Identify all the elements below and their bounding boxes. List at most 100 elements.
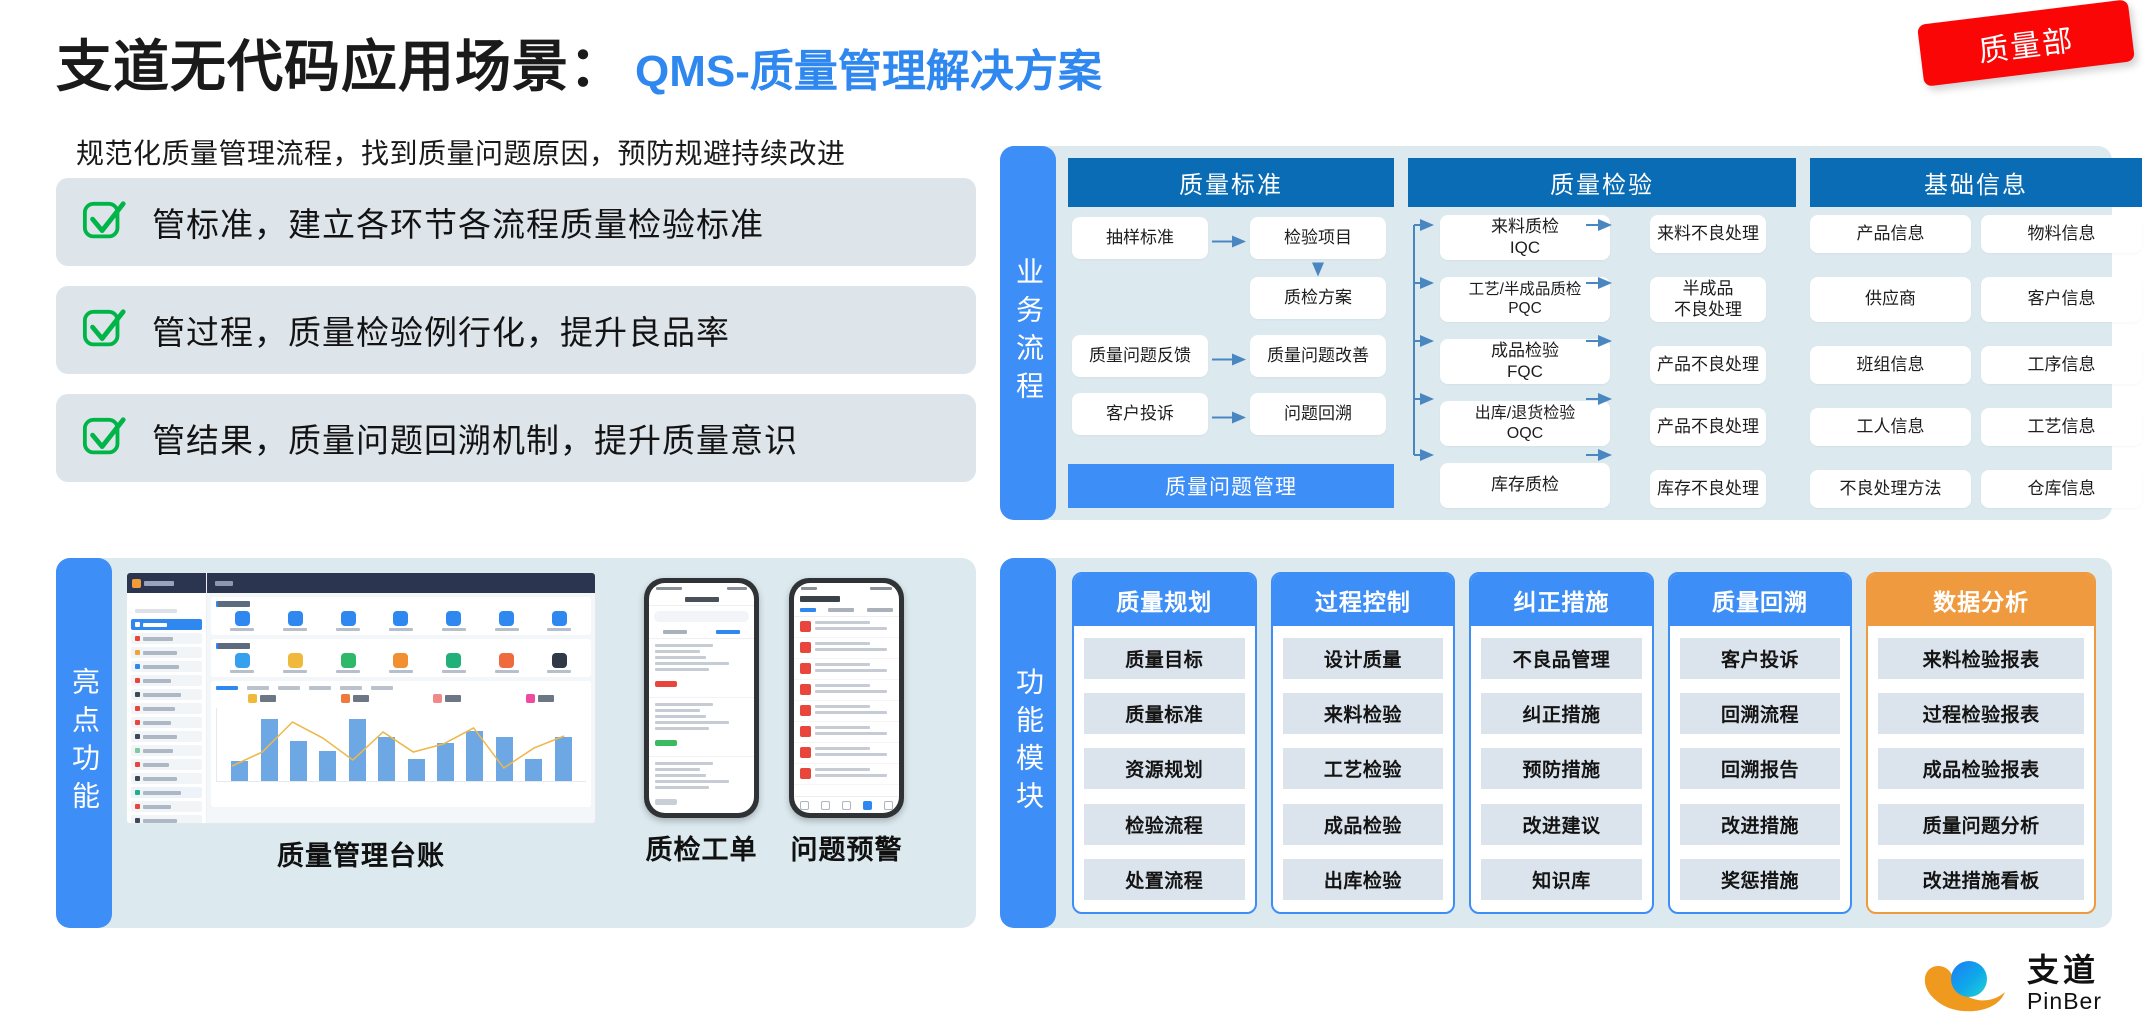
module-column-quality-traceback[interactable]: 质量回溯 客户投诉 回溯流程 回溯报告 改进措施 奖惩措施 (1667, 572, 1853, 914)
check-square-icon (82, 201, 126, 239)
module-header: 质量规划 (1074, 574, 1255, 626)
flow-box: 抽样标准 (1072, 217, 1208, 259)
screenshot-phone-2: 问题预警 (789, 572, 904, 928)
flow-box: 库存质检 (1440, 463, 1610, 508)
module-header: 过程控制 (1272, 574, 1454, 626)
feature-label: 管过程，质量检验例行化，提升良品率 (152, 314, 730, 351)
module-item[interactable]: 成品检验报表 (1878, 748, 2085, 790)
flow-box: 检验项目 (1250, 217, 1386, 259)
function-modules-vertical-label-text: 功能模块 (1013, 667, 1044, 819)
flow-group-basic-info: 基础信息 产品信息 供应商 班组信息 工人信息 不良处理方法 物料信息 客户信息… (1810, 158, 2142, 508)
module-item[interactable]: 客户投诉 (1679, 637, 1841, 679)
logo-cn-text: 支道 (2026, 951, 2099, 988)
flow-box: 质量问题改善 (1250, 335, 1386, 377)
phone-mock (789, 578, 904, 818)
flow-box: 质检方案 (1250, 277, 1386, 319)
highlights-vertical-label-text: 亮点功能 (69, 667, 100, 819)
flow-box: 班组信息 (1810, 346, 1971, 384)
flow-box: 物料信息 (1981, 215, 2142, 253)
feature-list: 管标准，建立各环节各流程质量检验标准 管过程，质量检验例行化，提升良品率 管结果… (56, 178, 976, 502)
screenshot-caption: 问题预警 (790, 835, 903, 865)
module-item[interactable]: 纠正措施 (1481, 693, 1642, 735)
module-item[interactable]: 改进建议 (1481, 803, 1642, 845)
module-column-process-control[interactable]: 过程控制 设计质量 来料检验 工艺检验 成品检验 出库检验 (1270, 572, 1456, 914)
module-item[interactable]: 过程检验报表 (1878, 693, 2085, 735)
dept-badge-label: 质量部 (1976, 24, 2077, 69)
module-header: 质量回溯 (1669, 574, 1851, 626)
module-item[interactable]: 质量目标 (1084, 637, 1245, 679)
flow-box: 工序信息 (1981, 346, 2142, 384)
module-item[interactable]: 质量标准 (1084, 693, 1245, 735)
flow-box: 质量问题反馈 (1072, 335, 1208, 377)
screenshot-caption: 质量管理台账 (277, 841, 445, 871)
module-item[interactable]: 处置流程 (1084, 859, 1245, 901)
title-cn: 支道无代码应用场景 (56, 35, 569, 98)
feature-card: 管标准，建立各环节各流程质量检验标准 (56, 178, 976, 266)
module-item[interactable]: 知识库 (1481, 859, 1642, 901)
highlights-vertical-label: 亮点功能 (56, 558, 112, 928)
module-item[interactable]: 预防措施 (1481, 748, 1642, 790)
phone-mock (644, 578, 759, 818)
title-en: QMS-质量管理解决方案 (635, 47, 1102, 96)
flow-box: 产品信息 (1810, 215, 1971, 253)
module-item[interactable]: 回溯流程 (1679, 693, 1841, 735)
screenshot-desktop: 质量管理台账 (126, 572, 596, 928)
flow-group-quality-inspection: 质量检验 来料质检 IQC 工艺/半成品质检 PQC 成品检验 FQC 出库/退… (1408, 158, 1796, 508)
flow-box: 工人信息 (1810, 408, 1971, 446)
module-item[interactable]: 成品检验 (1282, 803, 1444, 845)
flow-box: 问题回溯 (1250, 393, 1386, 435)
feature-label: 管标准，建立各环节各流程质量检验标准 (152, 206, 764, 243)
business-flow-vertical-label-text: 业务流程 (1013, 257, 1044, 409)
module-item[interactable]: 回溯报告 (1679, 748, 1841, 790)
module-column-corrective-actions[interactable]: 纠正措施 不良品管理 纠正措施 预防措施 改进建议 知识库 (1469, 572, 1654, 914)
business-flow-panel: 业务流程 质量标准 抽样标准 检验项目 质检方案 质量问题反馈 质量问题改善 客… (1000, 146, 2142, 520)
module-column-quality-planning[interactable]: 质量规划 质量目标 质量标准 资源规划 检验流程 处置流程 (1072, 572, 1257, 914)
module-item[interactable]: 设计质量 (1282, 637, 1444, 679)
flow-box: 出库/退货检验 OQC (1440, 401, 1610, 446)
highlights-panel: 亮点功能 (56, 558, 976, 928)
flow-box: 库存不良处理 (1650, 470, 1766, 508)
flow-group-header: 质量检验 (1408, 158, 1796, 207)
flow-group-header: 基础信息 (1810, 158, 2142, 207)
trend-line (231, 721, 565, 770)
flow-box: 来料质检 IQC (1440, 215, 1610, 260)
flow-box: 客户投诉 (1072, 393, 1208, 435)
module-item[interactable]: 检验流程 (1084, 803, 1245, 845)
flow-box: 工艺/半成品质检 PQC (1440, 277, 1610, 322)
feature-label: 管结果，质量问题回溯机制，提升质量意识 (152, 422, 798, 459)
module-column-data-analysis[interactable]: 数据分析 来料检验报表 过程检验报表 成品检验报表 质量问题分析 改进措施看板 (1866, 572, 2097, 914)
module-item[interactable]: 来料检验报表 (1878, 637, 2085, 679)
flow-group-header: 质量标准 (1068, 158, 1394, 207)
logo-mark-icon (1923, 952, 2013, 1014)
flow-box: 客户信息 (1981, 277, 2142, 322)
page-title: 支道无代码应用场景 ： QMS-质量管理解决方案 (56, 22, 1102, 103)
dept-badge: 质量部 (1917, 0, 2135, 87)
module-header: 纠正措施 (1471, 574, 1652, 626)
module-item[interactable]: 出库检验 (1282, 859, 1444, 901)
module-item[interactable]: 不良品管理 (1481, 637, 1642, 679)
screenshot-phone-1: 质检工单 (644, 572, 759, 928)
module-item[interactable]: 质量问题分析 (1878, 803, 2085, 845)
module-item[interactable]: 改进措施 (1679, 803, 1841, 845)
flow-box: 产品不良处理 (1650, 346, 1766, 384)
flow-box: 工艺信息 (1981, 408, 2142, 446)
flow-group-banner: 质量问题管理 (1068, 464, 1394, 508)
function-modules-vertical-label: 功能模块 (1000, 558, 1056, 928)
module-item[interactable]: 来料检验 (1282, 693, 1444, 735)
flow-arrows (1413, 219, 1612, 461)
module-item[interactable]: 资源规划 (1084, 748, 1245, 790)
module-item[interactable]: 奖惩措施 (1679, 859, 1841, 901)
check-square-icon (82, 417, 126, 455)
flow-box: 仓库信息 (1981, 470, 2142, 508)
mock-sidebar (127, 573, 207, 823)
module-item[interactable]: 改进措施看板 (1878, 859, 2085, 901)
flow-arrows (1212, 235, 1324, 424)
subtitle: 规范化质量管理流程，找到质量问题原因，预防规避持续改进 (76, 138, 846, 169)
mock-chart (211, 681, 591, 807)
flow-box: 供应商 (1810, 277, 1971, 322)
module-header: 数据分析 (1868, 574, 2095, 626)
module-item[interactable]: 工艺检验 (1282, 748, 1444, 790)
flow-box: 半成品 不良处理 (1650, 277, 1766, 322)
flow-box: 来料不良处理 (1650, 215, 1766, 253)
